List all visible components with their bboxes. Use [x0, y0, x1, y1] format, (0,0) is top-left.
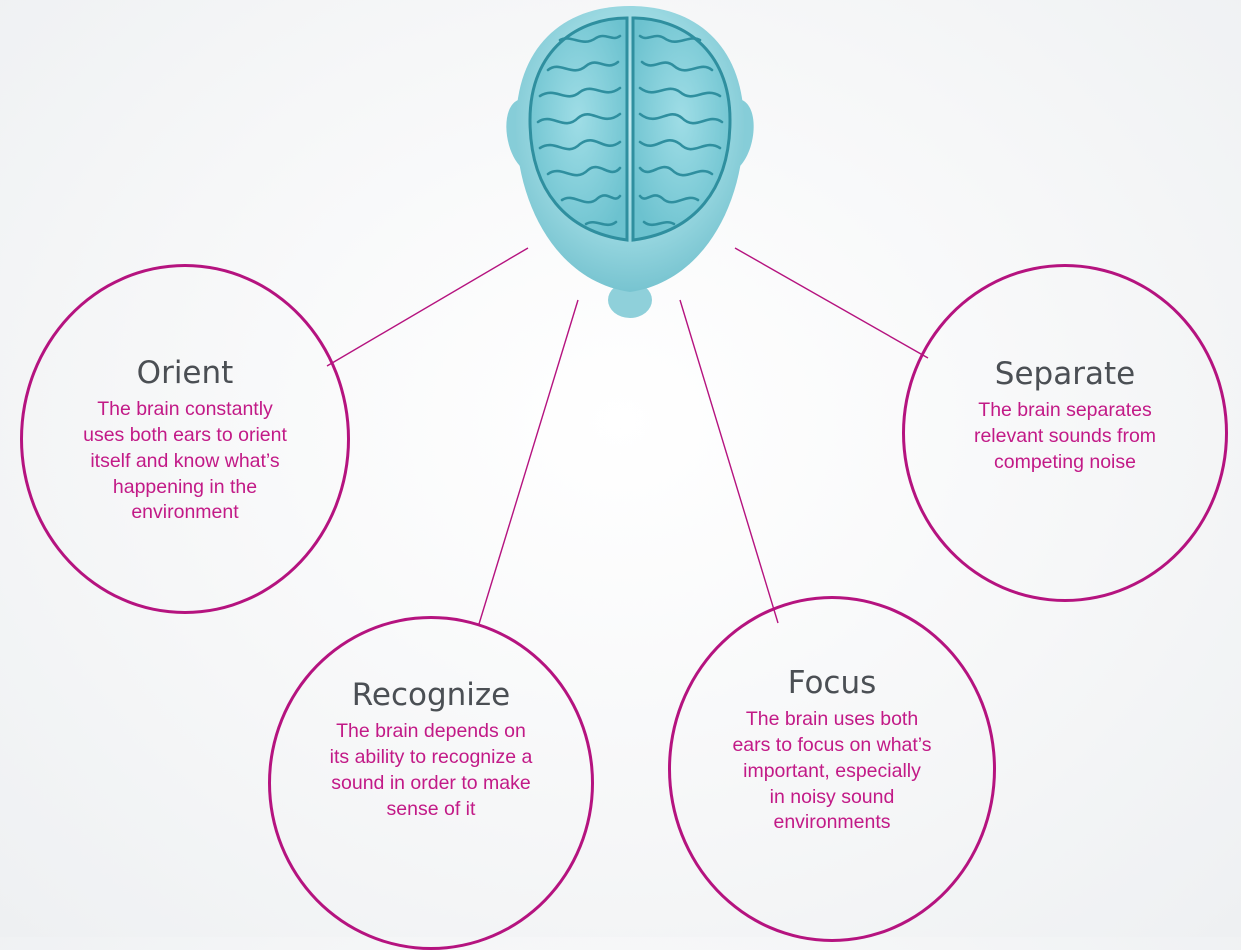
node-focus: Focus The brain uses both ears to focus …	[668, 596, 996, 942]
node-title-recognize: Recognize	[351, 676, 511, 713]
brain-folds	[536, 34, 724, 227]
head-illustration	[506, 6, 754, 318]
node-orient: Orient The brain constantly uses both ea…	[20, 264, 350, 614]
connector-orient	[326, 247, 529, 367]
node-description-focus: The brain uses both ears to focus on wha…	[732, 708, 932, 834]
connector-separate	[734, 247, 929, 359]
connector-lines	[326, 247, 929, 625]
brain-right-hemisphere	[631, 16, 732, 242]
node-recognize: Recognize The brain depends on its abili…	[268, 616, 594, 950]
nose	[608, 282, 652, 318]
brain-left-hemisphere	[528, 16, 629, 242]
node-separate: Separate The brain separates relevant so…	[902, 264, 1228, 602]
node-description-separate: The brain separates relevant sounds from…	[973, 399, 1157, 473]
node-title-focus: Focus	[787, 664, 877, 701]
node-title-separate: Separate	[994, 355, 1136, 392]
connector-recognize	[478, 299, 579, 625]
node-description-recognize: The brain depends on its ability to reco…	[329, 720, 533, 820]
connector-focus	[679, 299, 779, 624]
node-title-orient: Orient	[136, 354, 234, 391]
node-description-orient: The brain constantly uses both ears to o…	[83, 398, 287, 524]
